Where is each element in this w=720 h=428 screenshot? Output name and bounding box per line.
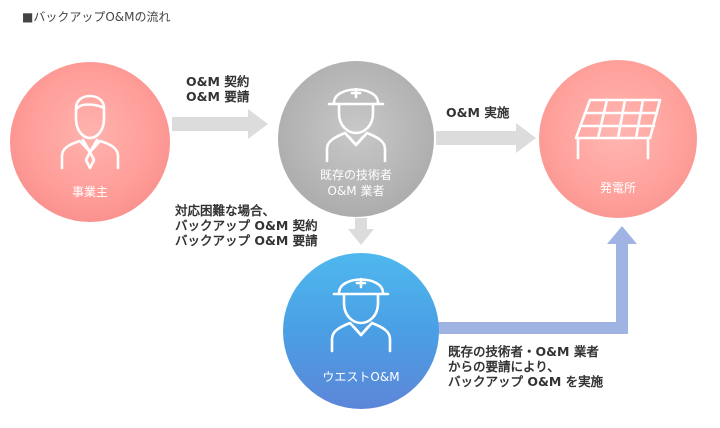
arrow-existing-to-west xyxy=(348,218,374,245)
west-om-node: ウエストO&M xyxy=(283,253,439,409)
power-plant-node: 発電所 xyxy=(539,60,697,218)
existing-label-line1: 既存の技術者 xyxy=(319,168,392,182)
arrow-owner-to-existing xyxy=(172,109,268,139)
note-line: O&M 要請 xyxy=(186,89,250,104)
note-existing-to-plant: O&M 実施 xyxy=(446,105,509,120)
note-line: からの要請により、 xyxy=(448,359,560,374)
solar-panel-icon xyxy=(574,98,662,160)
power-plant-label: 発電所 xyxy=(599,181,636,195)
note-line: バックアップ O&M 要請 xyxy=(175,233,318,248)
west-om-label: ウエストO&M xyxy=(322,370,400,384)
helmet-worker-icon xyxy=(325,87,387,163)
note-line: 対応困難な場合、 xyxy=(175,203,276,218)
note-line: バックアップ O&M を実施 xyxy=(448,374,604,389)
owner-label: 事業主 xyxy=(71,185,108,199)
note-owner-to-existing: O&M 契約 O&M 要請 xyxy=(186,74,249,104)
arrow-existing-to-plant xyxy=(436,123,536,153)
note-line: O&M 実施 xyxy=(446,105,510,120)
note-line: O&M 契約 xyxy=(186,74,250,89)
owner-node: 事業主 xyxy=(10,62,170,222)
existing-label-line2: O&M 業者 xyxy=(327,184,385,198)
businessman-icon xyxy=(60,94,120,170)
note-west-to-plant: 既存の技術者・O&M 業者 からの要請により、 バックアップ O&M を実施 xyxy=(448,344,603,389)
existing-contractor-label: 既存の技術者 O&M 業者 xyxy=(278,167,434,199)
note-line: バックアップ O&M 契約 xyxy=(175,218,318,233)
diagram-title: ■バックアップO&Mの流れ xyxy=(22,10,171,24)
helmet-worker-icon xyxy=(330,277,392,353)
existing-contractor-node: 既存の技術者 O&M 業者 xyxy=(278,61,434,217)
arrow-west-to-plant xyxy=(436,226,637,334)
note-owner-to-west: 対応困難な場合、 バックアップ O&M 契約 バックアップ O&M 要請 xyxy=(175,203,318,248)
note-line: 既存の技術者・O&M 業者 xyxy=(448,344,599,359)
